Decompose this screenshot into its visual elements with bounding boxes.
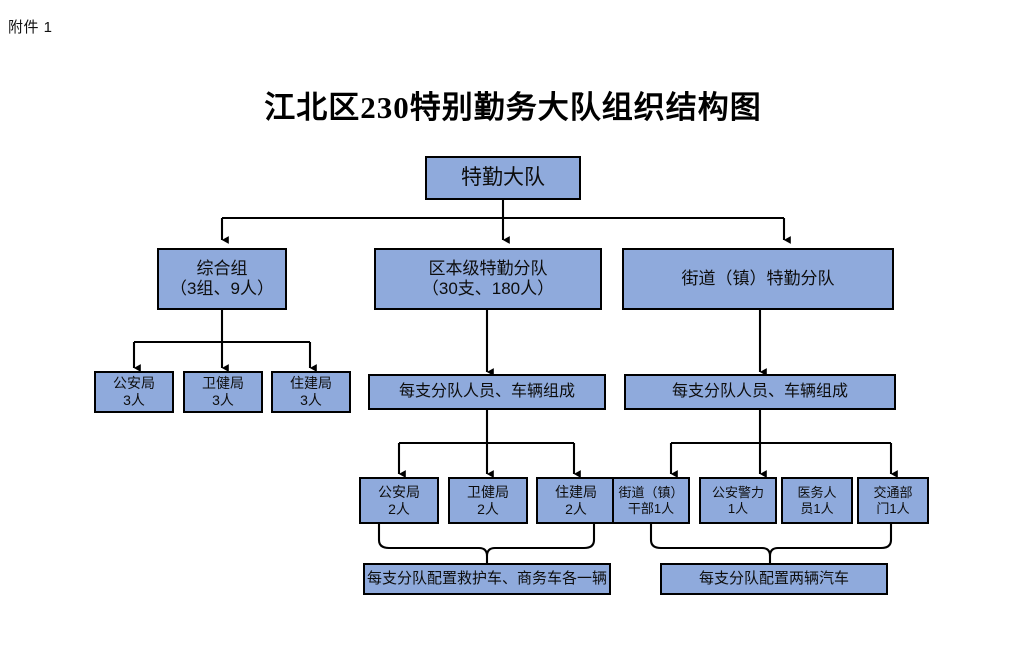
node-comprehensive-group[interactable]: 综合组 （3组、9人）	[157, 248, 287, 310]
node-health-commission-3-line2: 3人	[212, 392, 234, 408]
node-comprehensive-group-line1: 综合组	[196, 258, 248, 278]
node-street-town-special-duty-unit[interactable]: 街道（镇）特勤分队	[622, 248, 894, 310]
node-medical-staff-line1: 医务人	[797, 485, 837, 501]
node-street-town-cadre-line2: 干部1人	[627, 500, 675, 516]
node-comprehensive-group-line2: （3组、9人）	[170, 279, 274, 298]
node-district-special-duty-unit-line1: 区本级特勤分队	[428, 258, 548, 278]
node-police-force-line2: 1人	[727, 500, 749, 516]
node-root-line1: 特勤大队	[461, 165, 545, 189]
page-title: 江北区230特别勤务大队组织结构图	[264, 90, 762, 125]
node-housing-construction-bureau-2-line1: 住建局	[555, 483, 597, 500]
node-vehicle-allocation-district[interactable]: 每支分队配置救护车、商务车各一辆	[363, 563, 611, 595]
node-medical-staff-line2: 员1人	[800, 500, 834, 516]
node-public-security-bureau-2[interactable]: 公安局 2人	[359, 477, 439, 524]
node-district-special-duty-unit[interactable]: 区本级特勤分队 （30支、180人）	[374, 248, 602, 310]
attachment-label: 附件 1	[8, 19, 53, 36]
node-health-commission-3-line1: 卫健局	[202, 375, 244, 392]
node-health-commission-2-line2: 2人	[477, 500, 499, 517]
node-public-security-bureau-3-line2: 3人	[123, 392, 145, 408]
node-public-security-bureau-2-line1: 公安局	[378, 483, 420, 500]
node-unit-composition-street[interactable]: 每支分队人员、车辆组成	[624, 374, 896, 410]
node-transport-department-line2: 门1人	[876, 500, 910, 516]
node-street-town-cadre-line1: 街道（镇）	[618, 485, 684, 501]
node-housing-construction-bureau-3-line2: 3人	[300, 392, 322, 408]
node-health-commission-3[interactable]: 卫健局 3人	[183, 371, 263, 413]
node-housing-construction-bureau-2-line2: 2人	[565, 500, 587, 517]
node-transport-department-line1: 交通部	[873, 485, 913, 501]
node-police-force[interactable]: 公安警力 1人	[699, 477, 777, 524]
node-district-special-duty-unit-line2: （30支、180人）	[421, 279, 555, 298]
node-vehicle-allocation-district-line1: 每支分队配置救护车、商务车各一辆	[366, 570, 607, 588]
node-street-town-special-duty-unit-line1: 街道（镇）特勤分队	[681, 268, 835, 288]
node-street-town-cadre[interactable]: 街道（镇） 干部1人	[612, 477, 690, 524]
node-medical-staff[interactable]: 医务人 员1人	[781, 477, 853, 524]
node-root[interactable]: 特勤大队	[425, 156, 581, 200]
node-housing-construction-bureau-3-line1: 住建局	[290, 375, 332, 392]
node-police-force-line1: 公安警力	[711, 485, 764, 501]
node-housing-construction-bureau-2[interactable]: 住建局 2人	[536, 477, 616, 524]
node-health-commission-2[interactable]: 卫健局 2人	[448, 477, 528, 524]
node-vehicle-allocation-street-line1: 每支分队配置两辆汽车	[698, 570, 849, 588]
node-health-commission-2-line1: 卫健局	[467, 483, 509, 500]
node-unit-composition-street-line1: 每支分队人员、车辆组成	[671, 382, 848, 400]
node-unit-composition-district[interactable]: 每支分队人员、车辆组成	[368, 374, 606, 410]
node-housing-construction-bureau-3[interactable]: 住建局 3人	[271, 371, 351, 413]
node-public-security-bureau-3[interactable]: 公安局 3人	[94, 371, 174, 413]
node-unit-composition-district-line1: 每支分队人员、车辆组成	[398, 382, 575, 400]
node-transport-department[interactable]: 交通部 门1人	[857, 477, 929, 524]
node-public-security-bureau-2-line2: 2人	[388, 500, 410, 517]
node-vehicle-allocation-street[interactable]: 每支分队配置两辆汽车	[660, 563, 888, 595]
node-public-security-bureau-3-line1: 公安局	[113, 375, 155, 392]
